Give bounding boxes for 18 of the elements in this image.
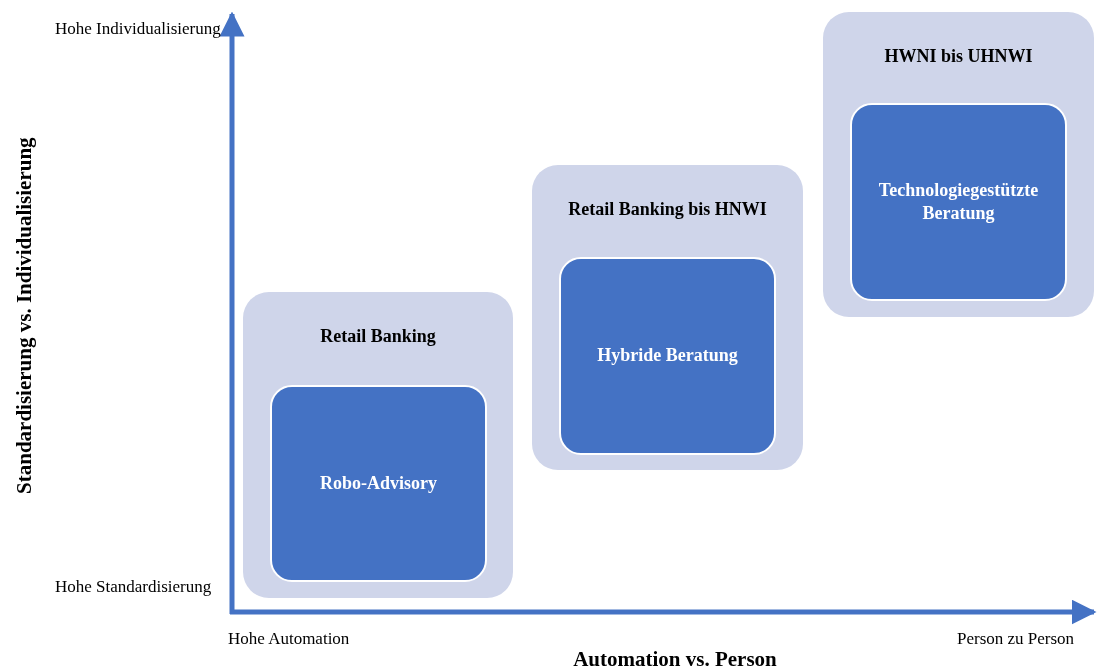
axis-end-label: Person zu Person [957,628,1075,650]
segment-panel [532,165,803,470]
segment-heading: Retail Banking [319,326,437,347]
segment-heading: HWNI bis UHNWI [883,46,1034,67]
service-label: Robo-Advisory [319,471,438,495]
segment-panel [243,292,513,598]
segment-panel [823,12,1094,317]
service-box [270,385,487,582]
segment-heading: Retail Banking bis HNWI [567,199,768,220]
service-label: Technologiegestützte Beratung [877,178,1040,225]
service-box [850,103,1067,301]
service-box [559,257,776,455]
axis-end-label: Hohe Individualisierung [55,18,222,40]
axis-title: Automation vs. Person [572,646,778,670]
service-label: Hybride Beratung [596,344,739,368]
axis-title: Standardisierung vs. Individualisierung [11,136,38,496]
axis-end-label: Hohe Standardisierung [55,576,213,598]
axis-end-label: Hohe Automation [228,628,350,650]
